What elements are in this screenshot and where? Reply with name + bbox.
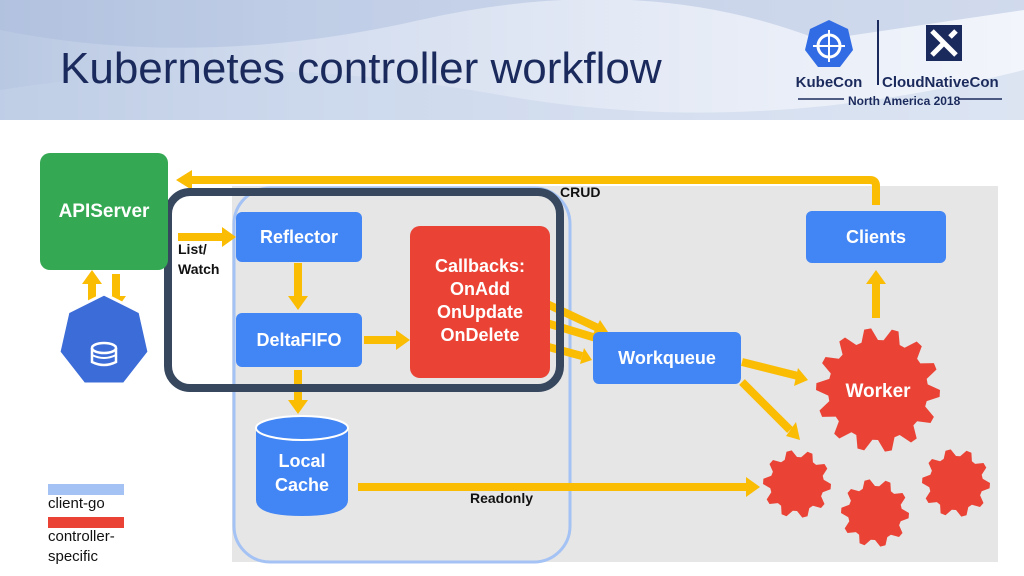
crud-label: CRUD — [560, 184, 601, 200]
gears — [763, 328, 990, 547]
workqueue-box: Workqueue — [593, 332, 741, 384]
reflector-label: Reflector — [259, 226, 339, 247]
local-cache-label-line1: Local — [278, 451, 326, 471]
workqueue-label: Workqueue — [618, 347, 716, 368]
deltafifo-label: DeltaFIFO — [256, 329, 342, 350]
callbacks-box — [410, 226, 550, 378]
kubecon-wordmark: KubeCon — [795, 74, 863, 91]
callback-onupdate: OnUpdate — [436, 302, 523, 322]
deltafifo-box: DeltaFIFO — [236, 313, 362, 367]
arrow-heads — [82, 170, 886, 497]
reflector-box: Reflector — [236, 212, 362, 262]
workqueue-to-workers-arrow — [739, 379, 793, 433]
worker-gear-small-3 — [922, 449, 990, 517]
local-cache-label-box: Local Cache — [256, 448, 348, 498]
local-cache-cylinder — [255, 415, 349, 516]
header-banner: Kubernetes controller workflow KubeCon C… — [0, 0, 1024, 120]
worker-gear — [816, 328, 940, 452]
worker-gear-small-1 — [763, 450, 831, 518]
list-watch-label-1: List/ — [178, 241, 207, 257]
etcd-label-box: etcd — [74, 379, 134, 401]
worker-gear-small-2 — [841, 479, 909, 547]
etcd-label: etcd — [89, 381, 119, 399]
event-name: North America 2018 — [848, 94, 961, 108]
apiserver-label: APIServer — [58, 200, 150, 222]
legend-client-go-label: client-go — [48, 495, 105, 512]
callbacks-text: Callbacks: OnAdd OnUpdate OnDelete — [410, 252, 550, 350]
callbacks-title: Callbacks: — [434, 256, 526, 276]
list-watch-label-2: Watch — [178, 261, 220, 277]
apiserver-box: APIServer — [40, 153, 168, 270]
workqueue-to-worker-arrow — [741, 358, 799, 380]
crud-arrow — [186, 176, 880, 205]
readonly-label: Readonly — [470, 490, 534, 506]
etcd-icon — [57, 292, 151, 386]
logo-graphics — [798, 20, 1002, 100]
callback-onadd: OnAdd — [450, 279, 510, 299]
cloudnativecon-wordmark: CloudNativeCon — [882, 74, 999, 91]
callback-ondelete: OnDelete — [440, 325, 520, 345]
conference-logo: KubeCon CloudNativeCon North America 201… — [790, 10, 1020, 110]
legend-client-go-swatch — [48, 484, 124, 495]
legend-controller-specific-label-2: specific — [48, 548, 99, 565]
worker-label: Worker — [845, 381, 911, 402]
legend-controller-specific-swatch — [48, 517, 124, 528]
page-title: Kubernetes controller workflow — [60, 44, 662, 93]
header-wave-decoration — [0, 0, 1024, 120]
local-cache-label-line2: Cache — [274, 475, 330, 495]
worker-label-box: Worker — [828, 372, 928, 412]
clients-box: Clients — [806, 211, 946, 263]
legend-controller-specific-label-1: controller- — [48, 528, 115, 545]
informer-outline — [164, 188, 564, 392]
clients-label: Clients — [845, 226, 906, 247]
